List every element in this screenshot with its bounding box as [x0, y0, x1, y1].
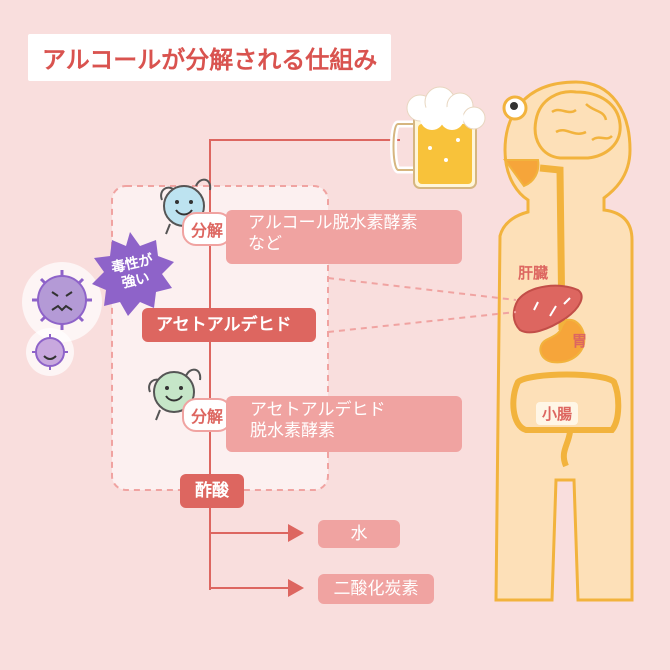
enzyme2-box: アセトアルデヒド 脱水素酵素	[226, 396, 462, 452]
flow-line	[209, 139, 400, 590]
brain-shape	[533, 90, 622, 160]
enzyme1-box: アルコール脱水素酵素 など	[226, 210, 462, 264]
acetaldehyde-box: アセトアルデヒド	[142, 308, 316, 342]
decompose-badge-2: 分解	[182, 398, 233, 432]
mouth-shape	[503, 159, 540, 188]
liver-highlight	[533, 297, 571, 317]
decompose-badge-1: 分解	[182, 212, 233, 246]
eye-pupil	[510, 102, 518, 110]
liver-label: 肝臓	[518, 264, 549, 282]
happy-enzyme-green-icon	[148, 368, 202, 421]
acetic-acid-box: 酢酸	[180, 474, 244, 508]
small-intestine-label: 小腸	[536, 402, 579, 425]
stomach-shape	[539, 318, 586, 364]
toxic-burst-shape	[92, 232, 174, 316]
beer-mug-icon	[390, 86, 486, 189]
toxic-virus-icon	[22, 262, 102, 376]
page-title: アルコールが分解される仕組み	[28, 34, 392, 81]
stomach-label: 胃	[572, 332, 588, 350]
colon-shape	[560, 431, 573, 468]
liver-connector	[327, 277, 517, 333]
arrow-water-icon	[288, 524, 304, 542]
esophagus-shape	[539, 164, 566, 331]
arrow-co2-icon	[288, 579, 304, 597]
water-box: 水	[318, 520, 400, 548]
liver-shape	[512, 284, 583, 334]
co2-box: 二酸化炭素	[318, 574, 434, 604]
